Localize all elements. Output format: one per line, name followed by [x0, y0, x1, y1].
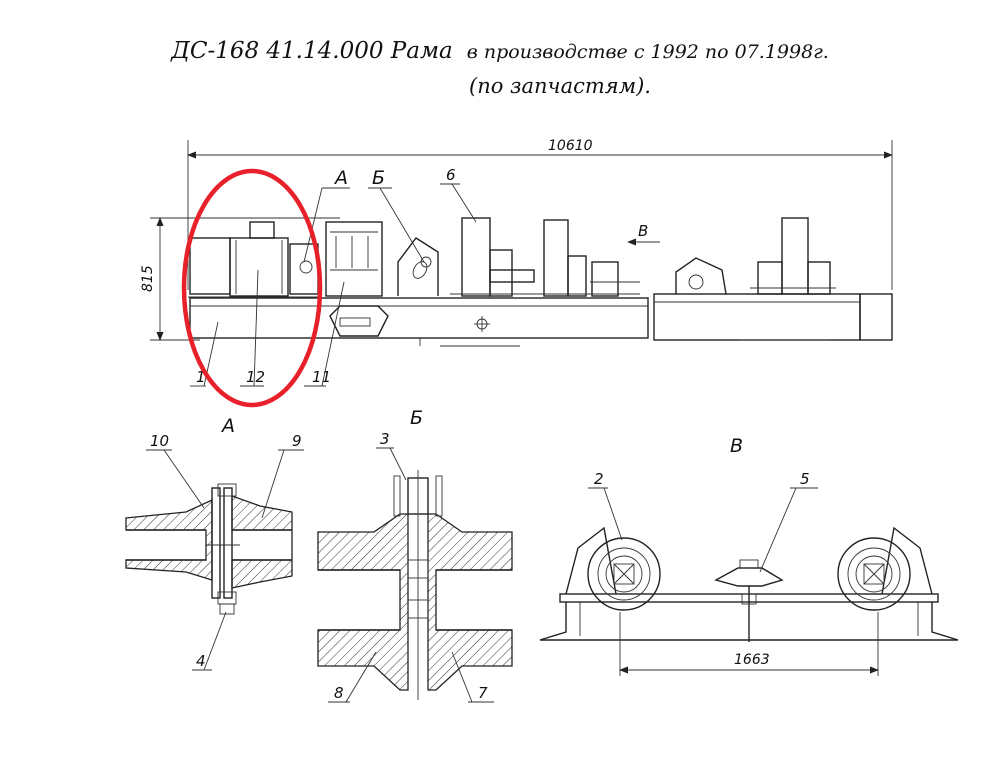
view-arrow-v-label: В [638, 222, 648, 240]
part-label-9: 9 [292, 432, 302, 450]
part-label-10: 10 [150, 432, 169, 450]
main-side-view: 10610 815 [140, 138, 893, 408]
view-a-label: А [220, 415, 235, 437]
part-label-7: 7 [478, 684, 488, 702]
part-label-11: 11 [312, 368, 331, 386]
drawing-title: ДС-168 41.14.000 Рама в производстве с 19… [0, 38, 1000, 64]
dimension-height: 815 [140, 265, 156, 292]
part-label-1: 1 [196, 368, 206, 386]
part-label-8: 8 [334, 684, 344, 702]
part-label-3: 3 [380, 430, 390, 448]
detail-view-v: В 1663 2 [539, 435, 959, 676]
part-label-6: 6 [446, 166, 456, 184]
view-b-label: Б [410, 407, 423, 429]
dimension-overall-length: 10610 [548, 138, 593, 154]
section-b-marker: Б [372, 167, 385, 189]
drawing-note: (по запчастям). [469, 74, 651, 98]
highlight-circle [181, 168, 323, 408]
part-label-12: 12 [246, 368, 265, 386]
detail-view-b: Б 3 8 7 [317, 407, 513, 703]
part-label-4: 4 [196, 652, 206, 670]
dimension-roller-span: 1663 [734, 652, 770, 668]
drawing-number: ДС-168 41.14.000 Рама [171, 38, 453, 64]
detail-view-a: А 10 9 4 [125, 415, 304, 671]
part-label-5: 5 [800, 470, 810, 488]
production-period: в производстве с 1992 по 07.1998г. [466, 41, 829, 63]
view-v-label: В [730, 435, 743, 457]
section-a-marker: А [333, 167, 348, 189]
part-label-2: 2 [594, 470, 604, 488]
